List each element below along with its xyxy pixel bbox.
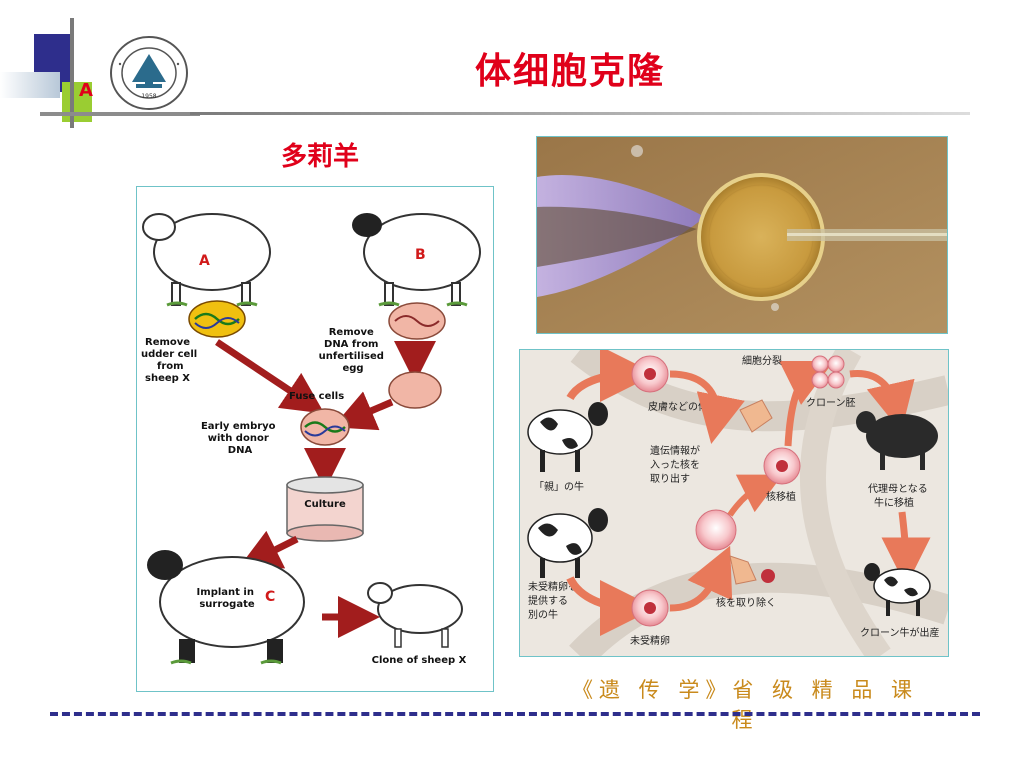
embryo-l2: with donor [208,433,269,444]
micrograph-panel [536,136,948,334]
unfertilized-egg-label: 未受精卵 [630,634,670,647]
fuse-label: Fuse cells [289,391,344,402]
surrogate-l1: 代理母となる [868,483,928,495]
header-rule [190,112,970,115]
header-decoration: A [0,0,200,130]
svg-text:Remove udder cell from: Remove udder cell from sheep X [141,337,201,384]
egg-donor-cow [527,508,608,578]
svg-text:Implant in surrogate: Implant in surrogate [197,587,258,610]
egg-donor-l3: 別の牛 [528,608,558,621]
parent-cow-label: 「親」の牛 [534,480,584,493]
clone-lamb [367,582,463,648]
embryo-l3: DNA [228,445,253,456]
remove-dna-l2: DNA from [324,339,378,350]
remove-dna-l4: egg [342,363,363,374]
logo-letter: A [79,80,93,101]
svg-text:代理母となる 牛に移植: 代理母となる 牛に移植 [868,483,931,509]
clone-calf [864,563,931,616]
cattle-diagram-panel: 「親」の牛 未受精卵を 提供する 別の牛 皮膚などの体細胞 遺伝情報が 入った核… [519,349,949,657]
enucleated-egg-cell [695,509,737,551]
sheep-c: Implant in surrogate C [147,550,305,665]
sheep-a-label: A [199,253,210,269]
clone-embryo-label: クローン胚 [806,397,856,409]
culture-dish: Culture [286,476,364,542]
clone-born-label: クローン牛が出産 [860,626,940,639]
extract-l3: 取り出す [650,472,690,485]
embryo-l1: Early embryo [201,421,276,432]
clone-label: Clone of sheep X [372,655,467,666]
surrogate-cow [856,411,938,470]
svg-text:Remove DNA from unfert: Remove DNA from unfertilised egg [319,327,388,374]
nuclear-transfer-label: 核移植 [766,490,796,503]
sheep-a: A [142,213,271,307]
course-footer: 《遗 传 学》省 级 精 品 课 程 [571,678,919,732]
implant-l1: Implant in [197,587,254,598]
enucleated-egg [388,371,442,409]
clone-embryo [811,355,845,389]
remove-dna-l1: Remove [329,327,374,338]
remove-udder-l4: sheep X [145,373,190,384]
subtitle: 多莉羊 [280,142,359,172]
cell-division-label: 細胞分裂 [742,354,782,367]
crest-year: 1958 [141,93,156,100]
extract-l1: 遺伝情報が [650,444,700,457]
remove-dna-l3: unfertilised [319,351,384,362]
page-title: 体细胞克隆 [474,50,665,92]
egg-donor-l1: 未受精卵を [528,580,578,593]
extract-l2: 入った核を [650,458,700,471]
svg-text:遺伝情報が 入った核を 取り出す: 遺伝情報が 入った核を 取り出す [650,444,703,485]
culture-label: Culture [304,499,346,510]
parent-cow [527,402,608,472]
egg-donor-l2: 提供する [528,594,568,607]
remove-udder-l1: Remove [145,337,190,348]
svg-text:Early embryo with donor: Early embryo with donor DNA [201,421,279,456]
remove-udder-l3: from [157,361,184,372]
footer-dotted-rule [50,712,980,716]
remove-nucleus-label: 核を取り除く [716,596,776,609]
dolly-diagram-panel: A B Remove udder cell from sheep X Remov… [136,186,494,692]
sheep-b: B [352,213,481,307]
sheep-b-label: B [415,247,426,263]
sheep-c-label: C [265,589,275,605]
surrogate-l2: 牛に移植 [874,496,914,509]
remove-udder-l2: udder cell [141,349,197,360]
university-crest-icon: 1958 [110,36,188,110]
svg-text:未受精卵を 提供する 別の牛: 未受精卵を 提供する 別の牛 [528,580,581,621]
implant-l2: surrogate [199,599,254,610]
